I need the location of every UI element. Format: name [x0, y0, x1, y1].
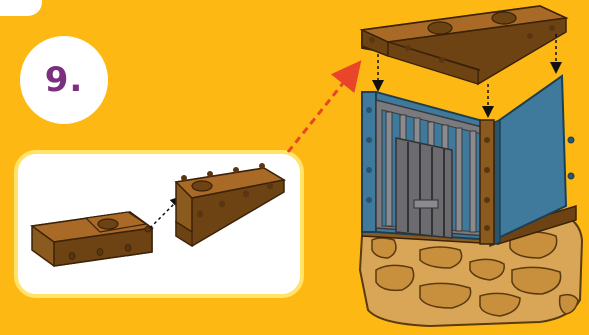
- cell-door: [395, 137, 453, 239]
- top-plate-piece: [359, 5, 569, 86]
- front-barred-wall: [375, 90, 495, 242]
- callout-arrow: [286, 60, 362, 153]
- detail-plate-left: [30, 211, 154, 267]
- corner-tab: [0, 0, 42, 16]
- step-number: 9.: [44, 60, 84, 100]
- placement-arrows: [372, 34, 562, 118]
- left-blue-wall: [361, 91, 377, 233]
- detail-connector-arrow: [149, 195, 183, 229]
- step-badge: 9.: [20, 36, 108, 124]
- detail-plate-right: [174, 163, 287, 248]
- corner-brick-column: [479, 119, 495, 245]
- rock-base: [358, 212, 584, 328]
